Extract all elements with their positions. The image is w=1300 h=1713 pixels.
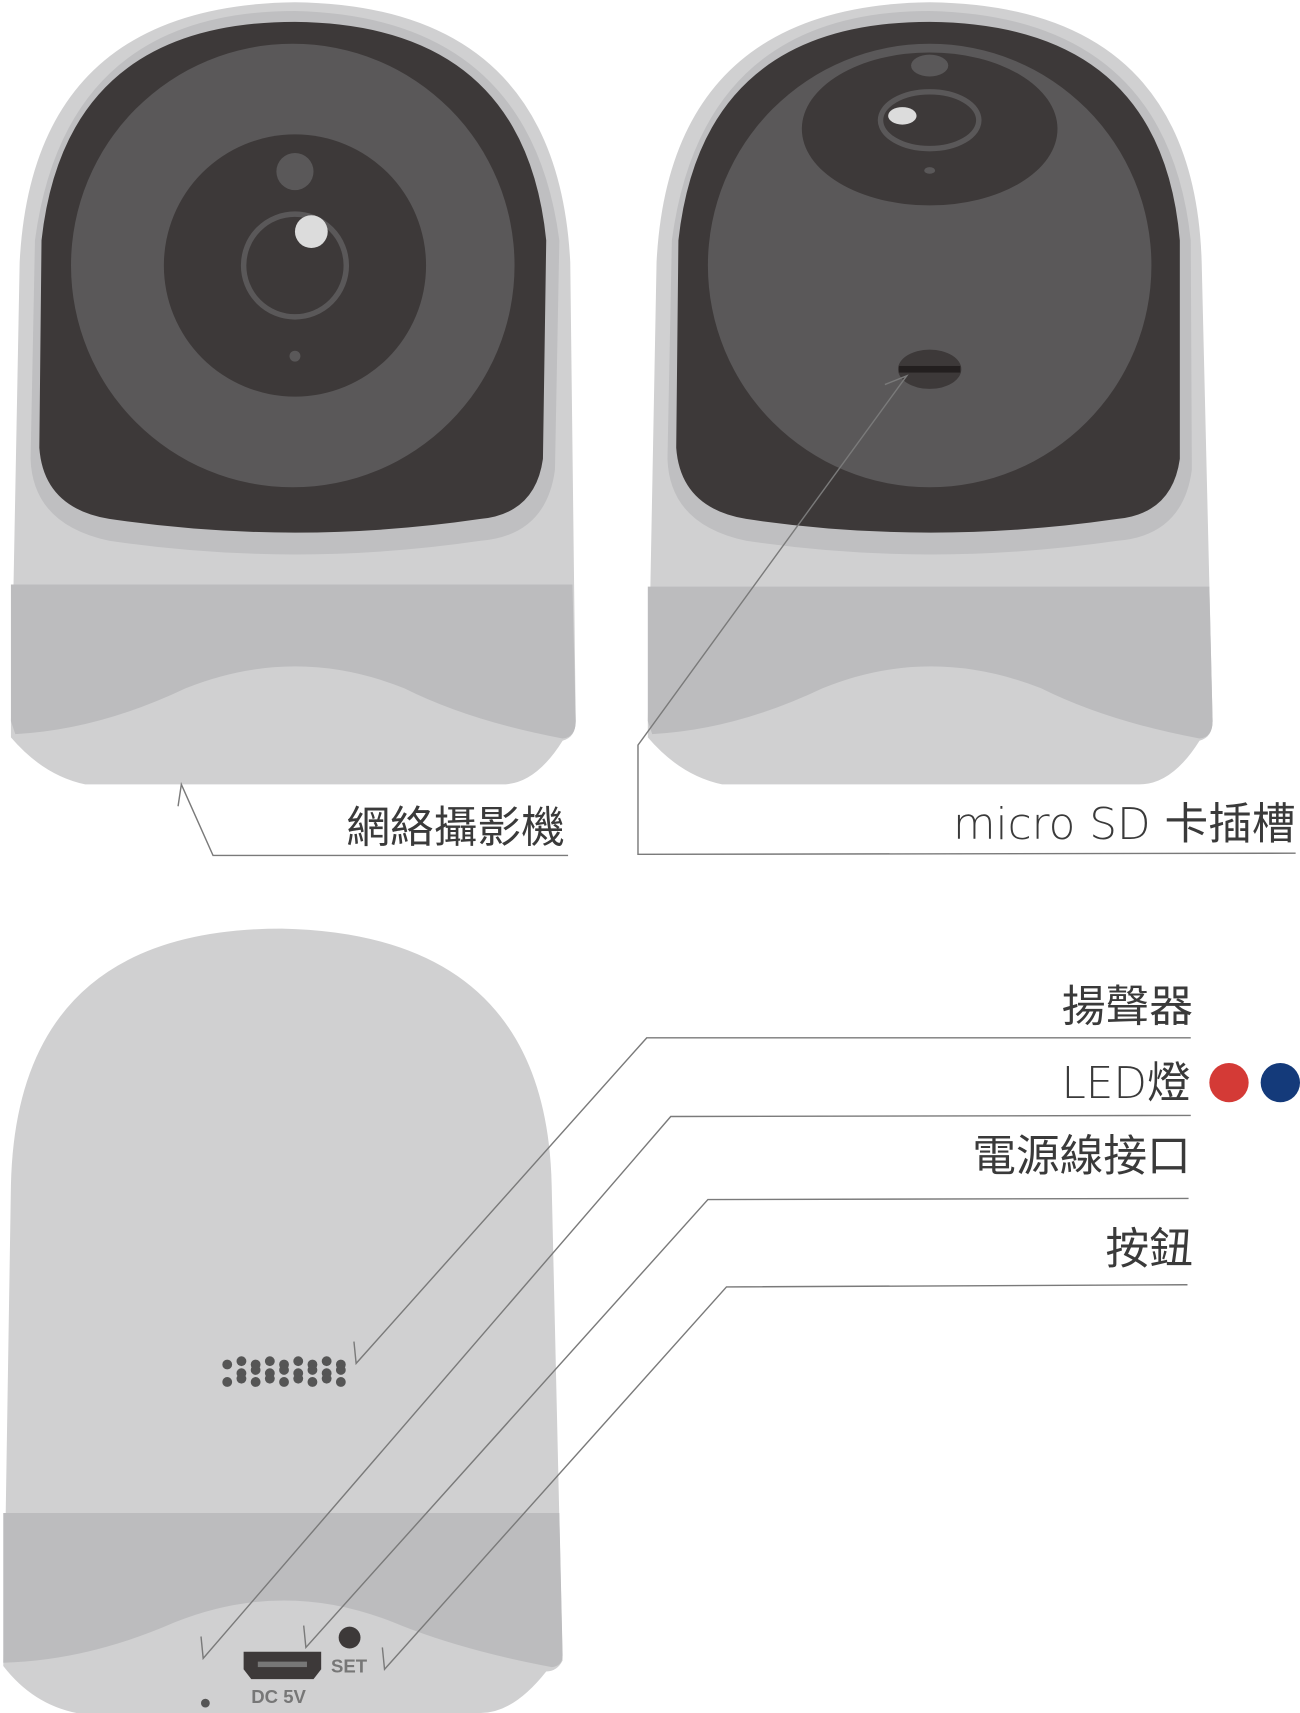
speaker-hole: [321, 1356, 332, 1367]
label-camera: 網絡攝影機: [346, 802, 564, 853]
leader-lines: [177, 374, 1296, 1671]
speaker-hole: [335, 1365, 346, 1375]
dc-label: DC 5V: [251, 1686, 306, 1707]
label-speaker: 揚聲器: [1062, 981, 1193, 1032]
led-blue-dot: [1260, 1062, 1300, 1103]
speaker-hole: [236, 1356, 247, 1367]
label-led: LED燈: [1061, 1058, 1190, 1109]
camera-front-view: [10, 2, 576, 785]
speaker-hole: [264, 1356, 275, 1367]
speaker-hole: [222, 1377, 233, 1387]
led-indicator: [201, 1698, 210, 1708]
speaker-hole: [321, 1373, 332, 1384]
speaker-hole: [222, 1359, 233, 1370]
label-sd-slot: micro SD 卡插槽: [953, 799, 1296, 850]
speaker-hole: [307, 1365, 318, 1375]
camera-rear-view: [647, 2, 1213, 785]
led-red-dot: [1209, 1062, 1249, 1103]
speaker-hole: [250, 1377, 261, 1387]
lens-icon: [240, 211, 350, 320]
speaker-hole: [279, 1377, 289, 1387]
speaker-hole: [293, 1373, 304, 1384]
set-label: SET: [331, 1656, 368, 1677]
label-button: 按鈕: [1106, 1224, 1193, 1275]
speaker-grille: [222, 1356, 346, 1387]
speaker-hole: [279, 1365, 289, 1375]
set-button: [338, 1626, 361, 1649]
speaker-hole: [264, 1373, 275, 1384]
speaker-hole: [250, 1365, 261, 1375]
speaker-hole: [335, 1377, 346, 1387]
speaker-hole: [293, 1356, 304, 1367]
camera-back-view: SET DC 5V: [3, 928, 563, 1713]
speaker-hole: [236, 1373, 247, 1384]
label-power-port: 電源線接口: [972, 1131, 1190, 1182]
speaker-hole: [307, 1377, 318, 1387]
